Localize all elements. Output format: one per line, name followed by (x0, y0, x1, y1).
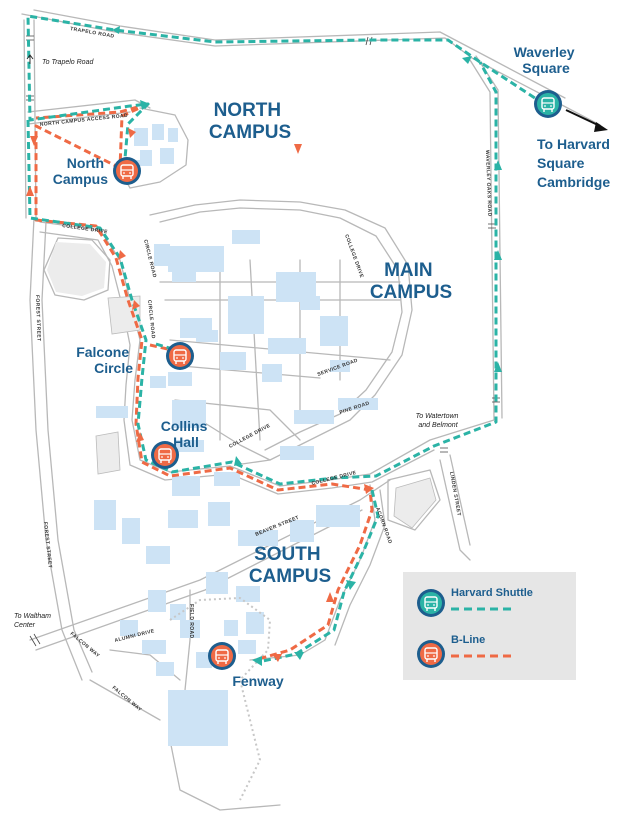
b-line-route (34, 102, 374, 662)
arrow-to-trapelo-icon (26, 54, 34, 64)
stop-fenway[interactable] (208, 642, 236, 670)
arrowhead-to-harvard-icon (594, 122, 608, 132)
label-fenway: Fenway (232, 673, 284, 689)
label-to-trapelo: To Trapelo Road (42, 59, 94, 66)
site-blocks (95, 295, 437, 529)
stop-north-campus[interactable] (113, 157, 141, 185)
route-arrows (26, 26, 502, 666)
road-field: FIELD ROAD (188, 604, 194, 639)
legend-b-line-marker (417, 640, 445, 668)
pond (47, 242, 106, 296)
stop-falcone-circle[interactable] (166, 342, 194, 370)
stop-waverley-square[interactable] (534, 90, 562, 118)
road-north-campus-access: NORTH CAMPUS ACCESS ROAD (40, 113, 129, 128)
buildings (94, 124, 378, 746)
legend-b-line-label: B-Line (451, 634, 485, 646)
label-waverley-square: Waverley Square (514, 44, 579, 76)
road-falcon-way-b: FALCON WAY (111, 685, 143, 713)
road-forest-n: FOREST STREET (34, 295, 42, 342)
label-north-campus: North Campus (53, 155, 108, 187)
legend-harvard-shuttle-label: Harvard Shuttle (451, 587, 533, 599)
road-lindon-street: LINDEN STREET (448, 471, 462, 516)
label-to-harvard: To Harvard Square Cambridge (537, 136, 614, 190)
road-waverley-oaks: WAVERLEY OAKS ROAD (484, 150, 492, 217)
label-falcone-circle: Falcone Circle (76, 344, 133, 376)
label-to-waltham: To Waltham Center (14, 613, 53, 629)
road-circle-w: CIRCLE ROAD (146, 300, 156, 340)
legend-shuttle-marker (417, 589, 445, 617)
arrow-to-harvard (565, 109, 601, 127)
road-college-drive-main: COLLEGE DRIVE (343, 234, 364, 280)
label-collins-hall: Collins Hall (161, 418, 212, 450)
area-north-campus: NORTH CAMPUS (209, 100, 291, 143)
area-main-campus: MAIN CAMPUS (370, 260, 452, 303)
area-south-campus: SOUTH CAMPUS (249, 544, 331, 587)
road-college-drive-s: COLLEGE DRIVE (228, 423, 272, 450)
stop-collins-hall[interactable] (151, 441, 179, 469)
label-to-watertown: To Watertown and Belmont (416, 413, 461, 429)
road-forest-s: FOREST STREET (42, 522, 53, 569)
